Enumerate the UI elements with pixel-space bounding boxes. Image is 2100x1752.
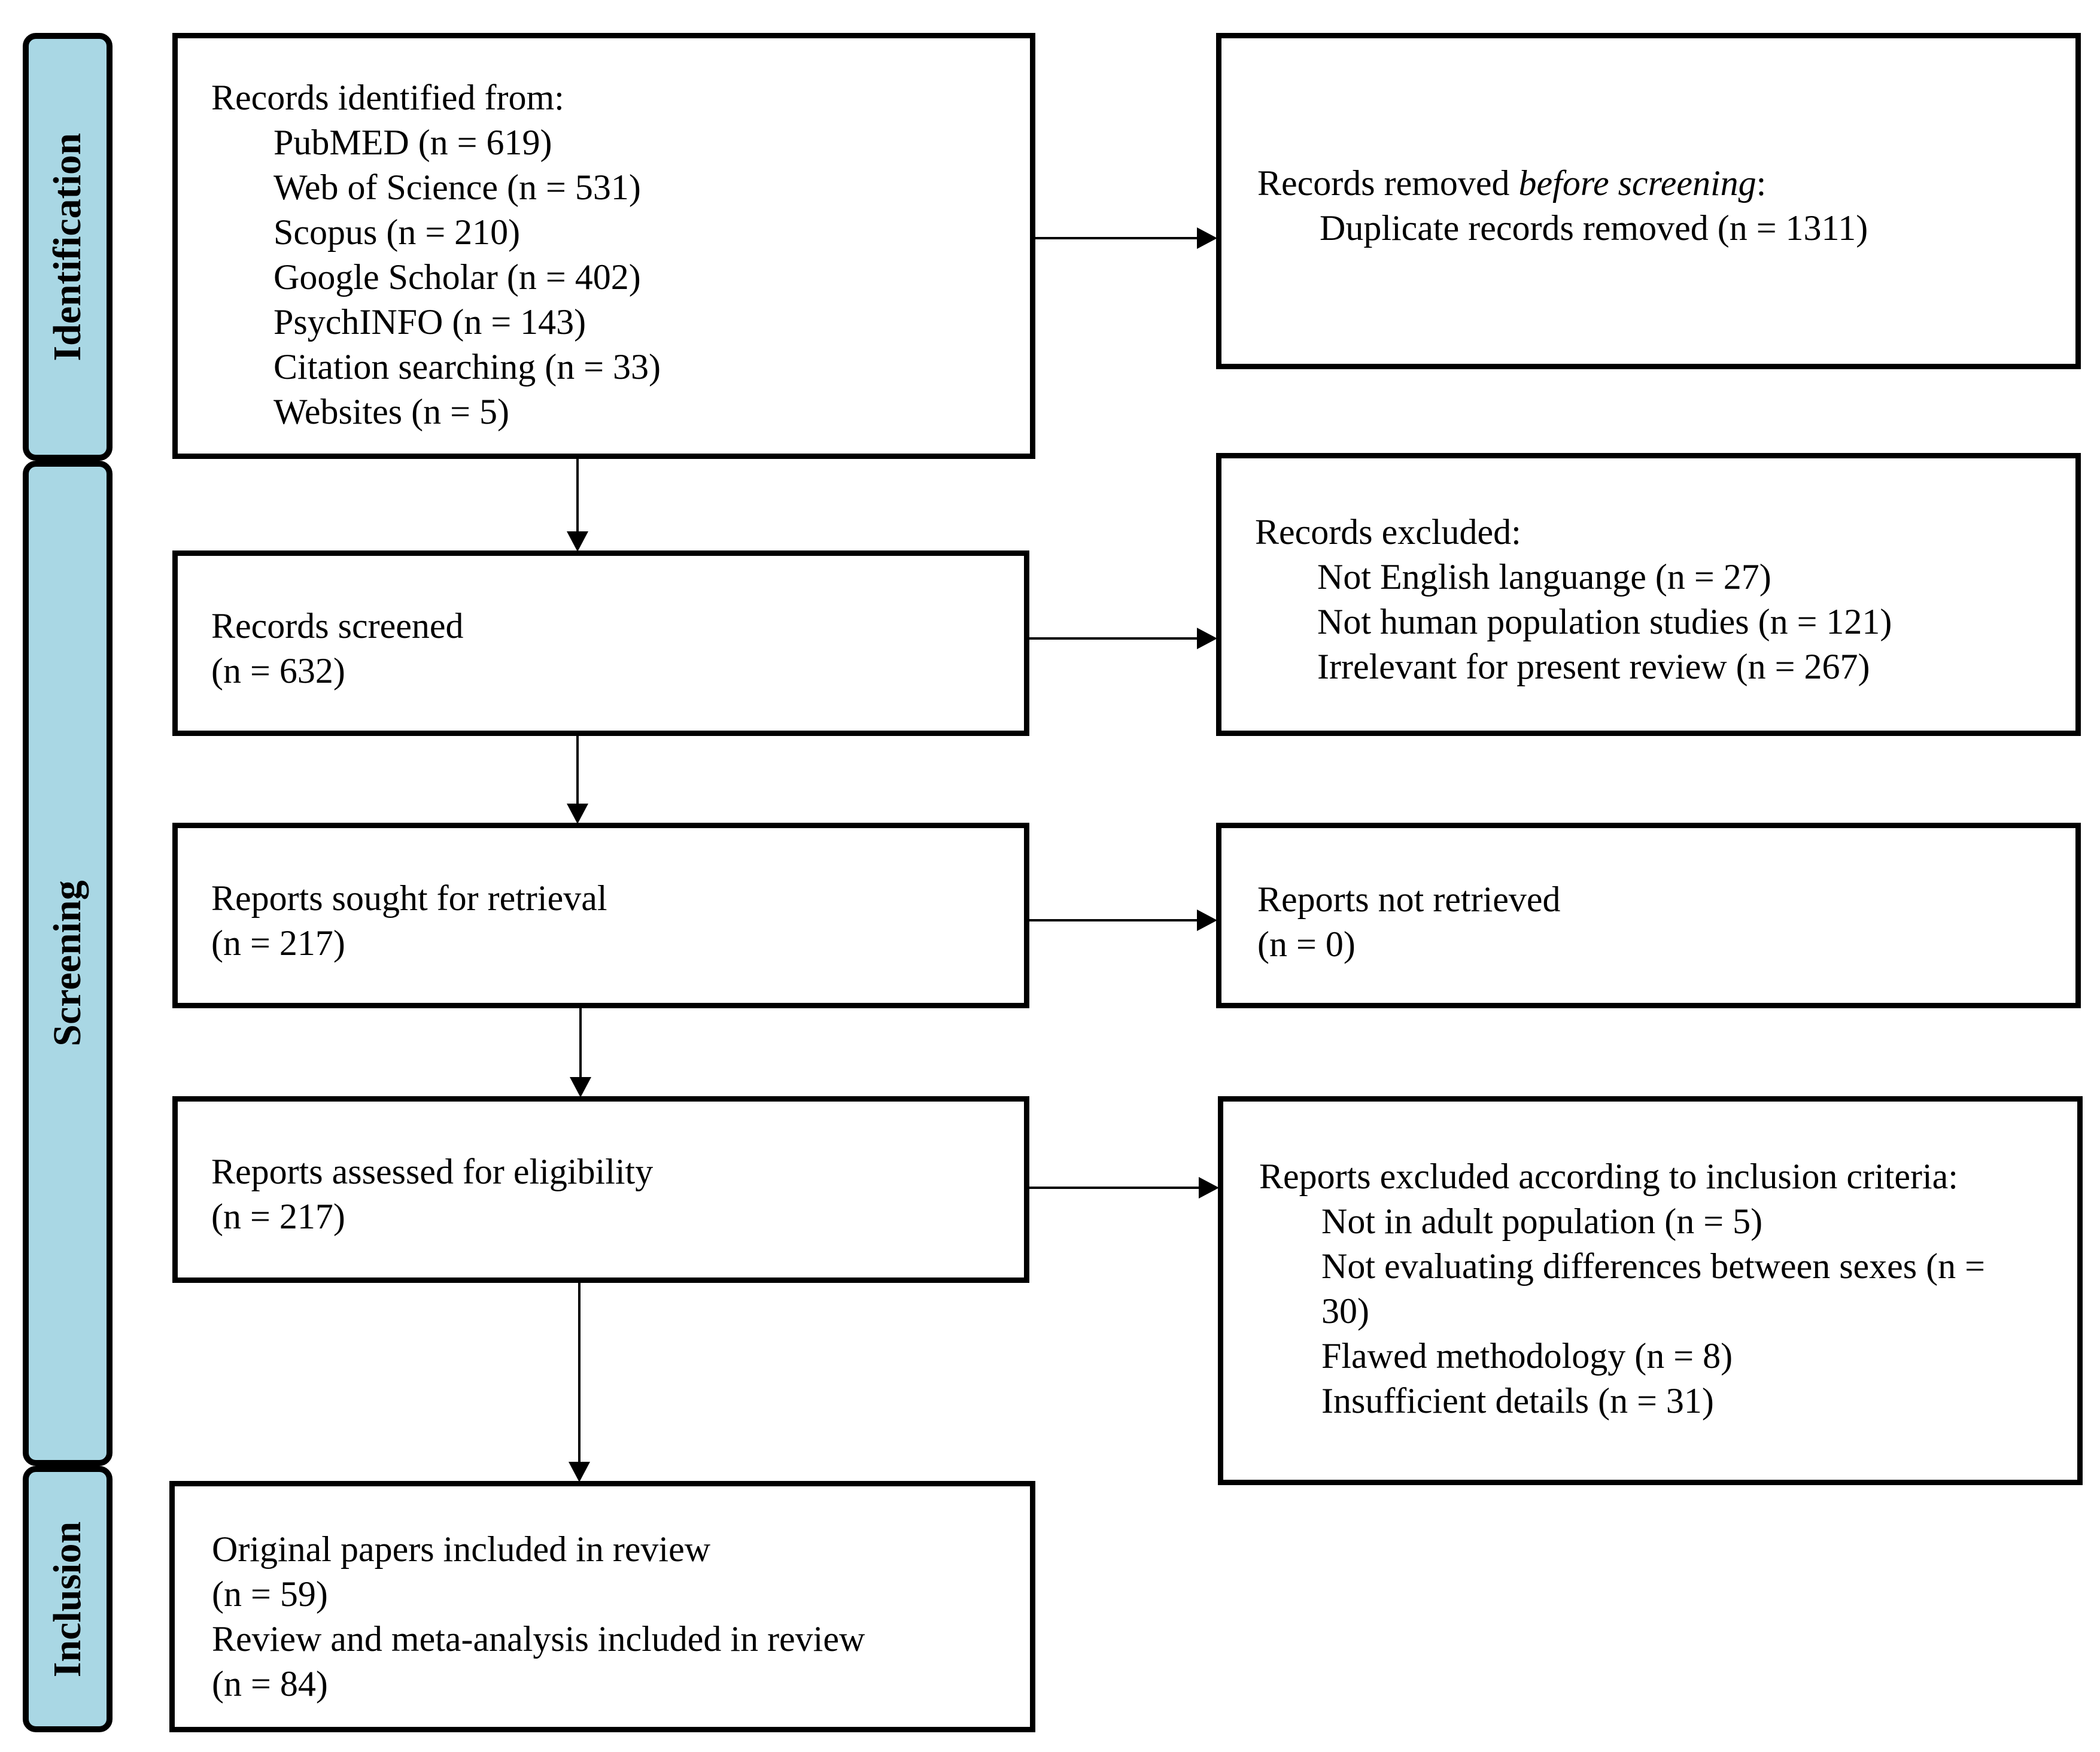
original-papers-count: (n = 59): [212, 1574, 328, 1614]
records-screened-label: Records screened: [211, 606, 464, 646]
arrowhead: [1197, 628, 1217, 649]
reports-assessed-box: Reports assessed for eligibility (n = 21…: [172, 1096, 1029, 1283]
source-item: Scopus (n = 210): [273, 212, 521, 252]
included-box: Original papers included in review (n = …: [169, 1481, 1035, 1732]
phase-screening: Screening: [23, 461, 113, 1466]
reports-not-retrieved-count: (n = 0): [1257, 924, 1356, 964]
source-item: PsychINFO (n = 143): [273, 302, 586, 342]
source-item: Google Scholar (n = 402): [273, 257, 641, 297]
excluded-item: Not English languange (n = 27): [1317, 557, 1771, 597]
source-item: Websites (n = 5): [273, 392, 509, 431]
arrowhead: [1197, 910, 1217, 931]
records-screened-box: Records screened (n = 632): [172, 550, 1029, 736]
records-removed-heading-italic: before screening: [1518, 163, 1756, 203]
arrowhead: [570, 1077, 591, 1097]
reports-excluded-criteria-box: Reports excluded according to inclusion …: [1218, 1096, 2083, 1485]
source-item: Web of Science (n = 531): [273, 168, 641, 207]
records-identified-heading: Records identified from:: [211, 78, 564, 117]
source-item: PubMED (n = 619): [273, 123, 552, 162]
review-meta-analysis-label: Review and meta-analysis included in rev…: [212, 1619, 865, 1659]
records-removed-heading-prefix: Records removed: [1257, 163, 1519, 203]
arrowhead: [567, 531, 588, 552]
records-identified-box: Records identified from: PubMED (n = 619…: [172, 33, 1035, 459]
phase-identification: Identification: [23, 33, 113, 461]
duplicate-records-item: Duplicate records removed (n = 1311): [1320, 208, 1868, 248]
reports-not-retrieved-box: Reports not retrieved (n = 0): [1216, 823, 2081, 1008]
excluded-criteria-item: Flawed methodology (n = 8): [1321, 1336, 1733, 1376]
excluded-item: Not human population studies (n = 121): [1317, 602, 1892, 641]
records-excluded-heading: Records excluded:: [1255, 512, 1521, 552]
arrowhead: [1199, 1177, 1219, 1199]
excluded-criteria-item: 30): [1321, 1291, 1369, 1331]
excluded-criteria-item: Not in adult population (n = 5): [1321, 1202, 1763, 1241]
excluded-criteria-item: Not evaluating differences between sexes…: [1321, 1246, 1985, 1286]
reports-not-retrieved-label: Reports not retrieved: [1257, 880, 1561, 919]
arrowhead: [567, 804, 588, 824]
excluded-criteria-item: Insufficient details (n = 31): [1321, 1381, 1714, 1421]
original-papers-label: Original papers included in review: [212, 1529, 711, 1569]
arrowhead: [1197, 227, 1217, 249]
reports-assessed-label: Reports assessed for eligibility: [211, 1152, 654, 1191]
records-removed-heading-suffix: :: [1756, 163, 1767, 203]
records-removed-box: Records removed before screening: Duplic…: [1216, 33, 2081, 369]
reports-excluded-criteria-heading: Reports excluded according to inclusion …: [1259, 1157, 1958, 1196]
excluded-item: Irrelevant for present review (n = 267): [1317, 647, 1870, 686]
reports-sought-count: (n = 217): [211, 923, 345, 963]
reports-sought-label: Reports sought for retrieval: [211, 878, 607, 918]
reports-assessed-count: (n = 217): [211, 1197, 345, 1236]
source-item: Citation searching (n = 33): [273, 347, 661, 387]
reports-sought-box: Reports sought for retrieval (n = 217): [172, 823, 1029, 1008]
review-meta-analysis-count: (n = 84): [212, 1664, 328, 1704]
records-screened-count: (n = 632): [211, 651, 345, 691]
phase-inclusion: Inclusion: [23, 1466, 113, 1732]
records-excluded-box: Records excluded: Not English languange …: [1216, 453, 2081, 736]
records-removed-heading: Records removed before screening:: [1257, 161, 2075, 206]
arrowhead: [569, 1462, 590, 1482]
